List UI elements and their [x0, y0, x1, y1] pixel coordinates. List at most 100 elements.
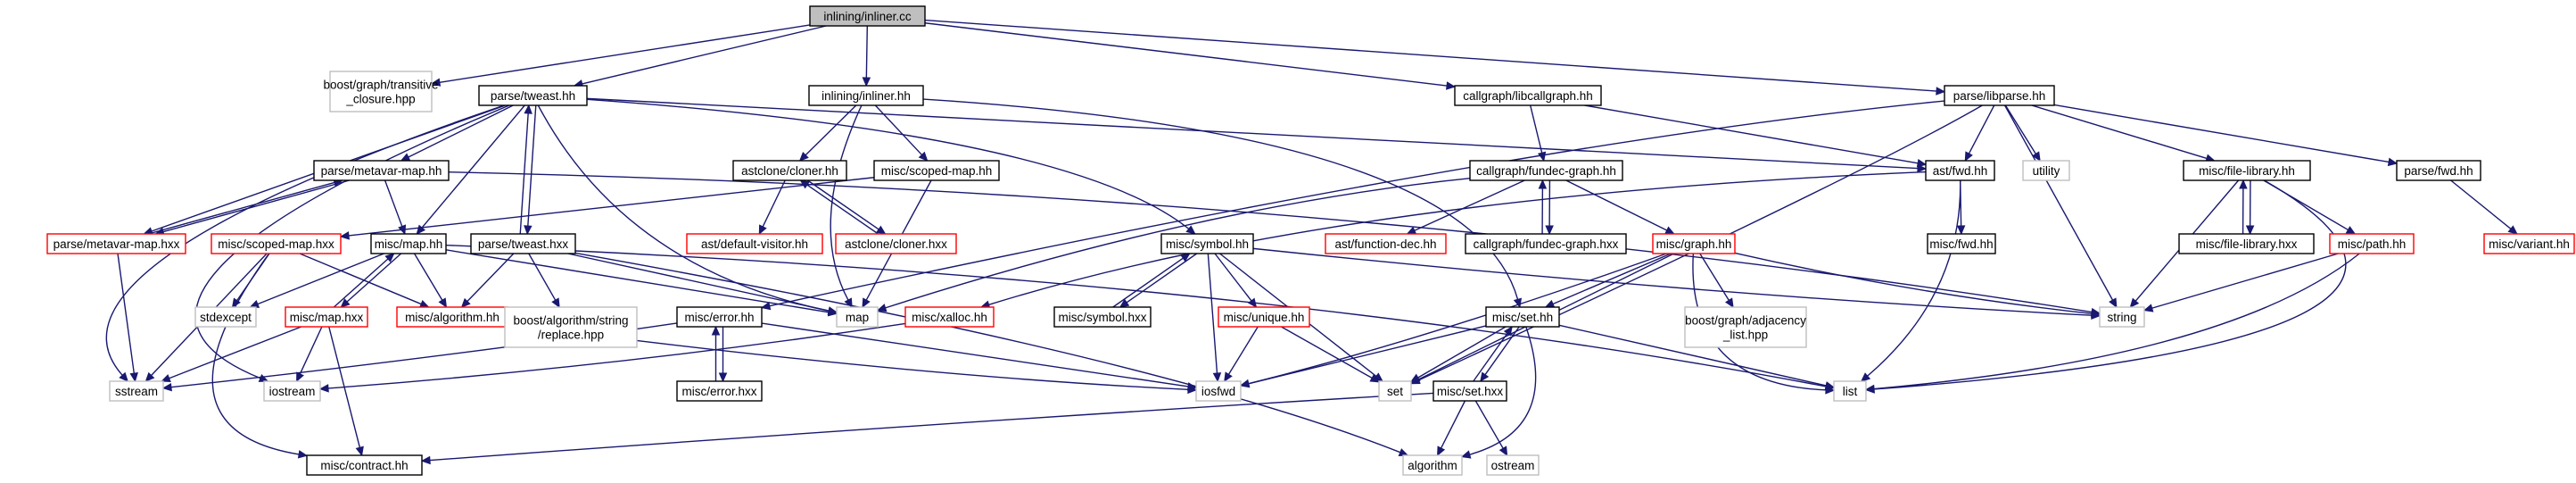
node-default-visitor-hh[interactable]: ast/default-visitor.hh — [686, 233, 823, 254]
edge-set-hxx-to-algorithm — [1437, 400, 1466, 457]
node-error-hh[interactable]: misc/error.hh — [676, 306, 763, 328]
node-box — [1402, 454, 1463, 476]
node-metavar-map-hh[interactable]: parse/metavar-map.hh — [313, 160, 450, 181]
edge-line — [257, 253, 384, 305]
edge-map-hh-to-map — [445, 249, 838, 317]
node-cloner-hxx[interactable]: astclone/cloner.hxx — [835, 233, 957, 254]
node-symbol-hh[interactable]: misc/symbol.hh — [1160, 233, 1254, 254]
edge-line — [885, 177, 1471, 309]
edge-arrowhead — [827, 306, 838, 315]
node-set-hxx[interactable]: misc/set.hxx — [1432, 380, 1507, 402]
edge-arrowhead — [355, 446, 364, 457]
node-fundec-graph-hh[interactable]: callgraph/fundec-graph.hh — [1469, 160, 1623, 181]
edge-line — [924, 19, 1937, 92]
node-scoped-map-hxx[interactable]: misc/scoped-map.hxx — [211, 233, 342, 254]
node-file-library-hh[interactable]: misc/file-library.hh — [2183, 160, 2311, 181]
node-label: misc/error.hxx — [681, 385, 756, 398]
edge-arrowhead — [1499, 446, 1508, 457]
edge-line — [327, 322, 906, 389]
node-sstream: sstream — [109, 380, 164, 402]
node-metavar-map-hxx[interactable]: parse/metavar-map.hxx — [46, 233, 186, 254]
node-path-hh[interactable]: misc/path.hh — [2329, 233, 2415, 254]
node-label: sstream — [115, 385, 158, 398]
node-scoped-map-hh[interactable]: misc/scoped-map.hh — [873, 160, 1000, 181]
edge-line — [1473, 332, 1508, 382]
node-box — [211, 233, 342, 254]
edge-libparse-hh-to-parse-fwd-hh — [2053, 104, 2398, 167]
edge-arrowhead — [862, 77, 871, 87]
edge-line — [1734, 252, 2093, 314]
edge-line — [169, 326, 302, 379]
node-inliner-hh[interactable]: inlining/inliner.hh — [808, 85, 924, 106]
node-set-hh[interactable]: misc/set.hh — [1485, 306, 1560, 328]
node-libparse-hh[interactable]: parse/libparse.hh — [1944, 85, 2055, 106]
node-function-dec-hh[interactable]: ast/function-dec.hh — [1325, 233, 1447, 254]
node-box — [2329, 233, 2415, 254]
edge-arrowhead — [2239, 179, 2248, 189]
node-cloner-hh[interactable]: astclone/cloner.hh — [732, 160, 847, 181]
node-label: set — [1387, 385, 1403, 398]
edge-arrowhead — [1224, 371, 1233, 383]
node-symbol-hxx[interactable]: misc/symbol.hxx — [1053, 306, 1152, 328]
edge-inliner-cc-to-libparse-hh — [924, 19, 1946, 96]
node-xalloc-hh[interactable]: misc/xalloc.hh — [904, 306, 995, 328]
node-list: list — [1833, 380, 1867, 402]
edge-libparse-hh-to-error-hh — [760, 100, 1945, 311]
edge-arrowhead — [2109, 297, 2118, 309]
edge-arrowhead — [340, 298, 351, 308]
edge-symbol-hh-to-iosfwd — [1207, 253, 1222, 383]
node-inliner-cc[interactable]: inlining/inliner.cc — [809, 5, 926, 27]
edge-scoped-map-hxx-to-algorithm-hh — [299, 253, 430, 308]
node-label: algorithm — [1408, 459, 1457, 472]
node-label: boost/graph/adjacency — [1685, 314, 1806, 328]
edge-arrowhead — [2245, 225, 2255, 236]
edge-arrowhead — [876, 304, 888, 312]
edge-line — [299, 326, 323, 375]
edge-line — [769, 100, 1945, 307]
edge-cloner-hh-to-cloner-hxx — [807, 179, 887, 235]
node-unique-hh[interactable]: misc/unique.hh — [1218, 306, 1310, 328]
node-parse-fwd-hh[interactable]: parse/fwd.hh — [2396, 160, 2481, 181]
node-tweast-hxx[interactable]: parse/tweast.hxx — [470, 233, 576, 254]
edge-line — [586, 97, 1919, 170]
edge-symbol-hh-to-unique-hh — [1214, 253, 1258, 308]
edge-line — [2031, 104, 2208, 160]
edge-arrowhead — [400, 153, 411, 162]
edge-arrowhead — [1398, 448, 1409, 456]
edge-tweast-hh-to-symbol-hh — [586, 98, 1196, 235]
node-misc-fwd-hh[interactable]: misc/fwd.hh — [1927, 233, 1996, 254]
edge-unique-hh-to-iosfwd — [1224, 326, 1259, 383]
node-file-library-hxx[interactable]: misc/file-library.hxx — [2178, 233, 2315, 254]
node-box — [329, 71, 433, 112]
edge-arrowhead — [711, 325, 721, 336]
node-contract-hh[interactable]: misc/contract.hh — [306, 454, 423, 476]
edge-tweast-hh-to-tweast-hxx — [524, 104, 537, 236]
edge-set-hh-to-set — [1409, 326, 1507, 383]
edge-arrowhead — [1664, 226, 1675, 235]
node-variant-hh[interactable]: misc/variant.hh — [2483, 233, 2575, 254]
edge-arrowhead — [2091, 309, 2101, 318]
edge-arrowhead — [2129, 297, 2140, 308]
edge-line — [194, 104, 510, 379]
edge-arrowhead — [318, 384, 329, 393]
node-libcallgraph-hh[interactable]: callgraph/libcallgraph.hh — [1454, 85, 1602, 106]
node-tweast-hh[interactable]: parse/tweast.hh — [478, 85, 588, 106]
node-error-hxx[interactable]: misc/error.hxx — [676, 380, 763, 402]
node-graph-hh[interactable]: misc/graph.hh — [1652, 233, 1736, 254]
node-map-hh[interactable]: misc/map.hh — [370, 233, 447, 254]
node-map-hxx[interactable]: misc/map.hxx — [285, 306, 368, 328]
edge-ast-fwd-hh-to-list — [1860, 179, 1961, 382]
edge-libcallgraph-hh-to-ast-fwd-hh — [1584, 104, 1928, 168]
edge-scoped-map-hh-to-scoped-map-hxx — [339, 177, 875, 240]
node-label: misc/set.hxx — [1437, 385, 1504, 398]
edge-line — [1873, 253, 2360, 390]
node-label: astclone/cloner.hxx — [845, 237, 947, 251]
node-fundec-graph-hxx[interactable]: callgraph/fundec-graph.hxx — [1465, 233, 1627, 254]
node-label: parse/tweast.hxx — [478, 237, 569, 251]
node-algorithm-hh[interactable]: misc/algorithm.hh — [396, 306, 508, 328]
edge-arrowhead — [418, 299, 430, 308]
node-label: misc/file-library.hxx — [2196, 237, 2298, 251]
edge-libcallgraph-hh-to-fundec-graph-hh — [1529, 104, 1547, 162]
node-box — [1053, 306, 1152, 328]
node-ast-fwd-hh[interactable]: ast/fwd.hh — [1925, 160, 1995, 181]
